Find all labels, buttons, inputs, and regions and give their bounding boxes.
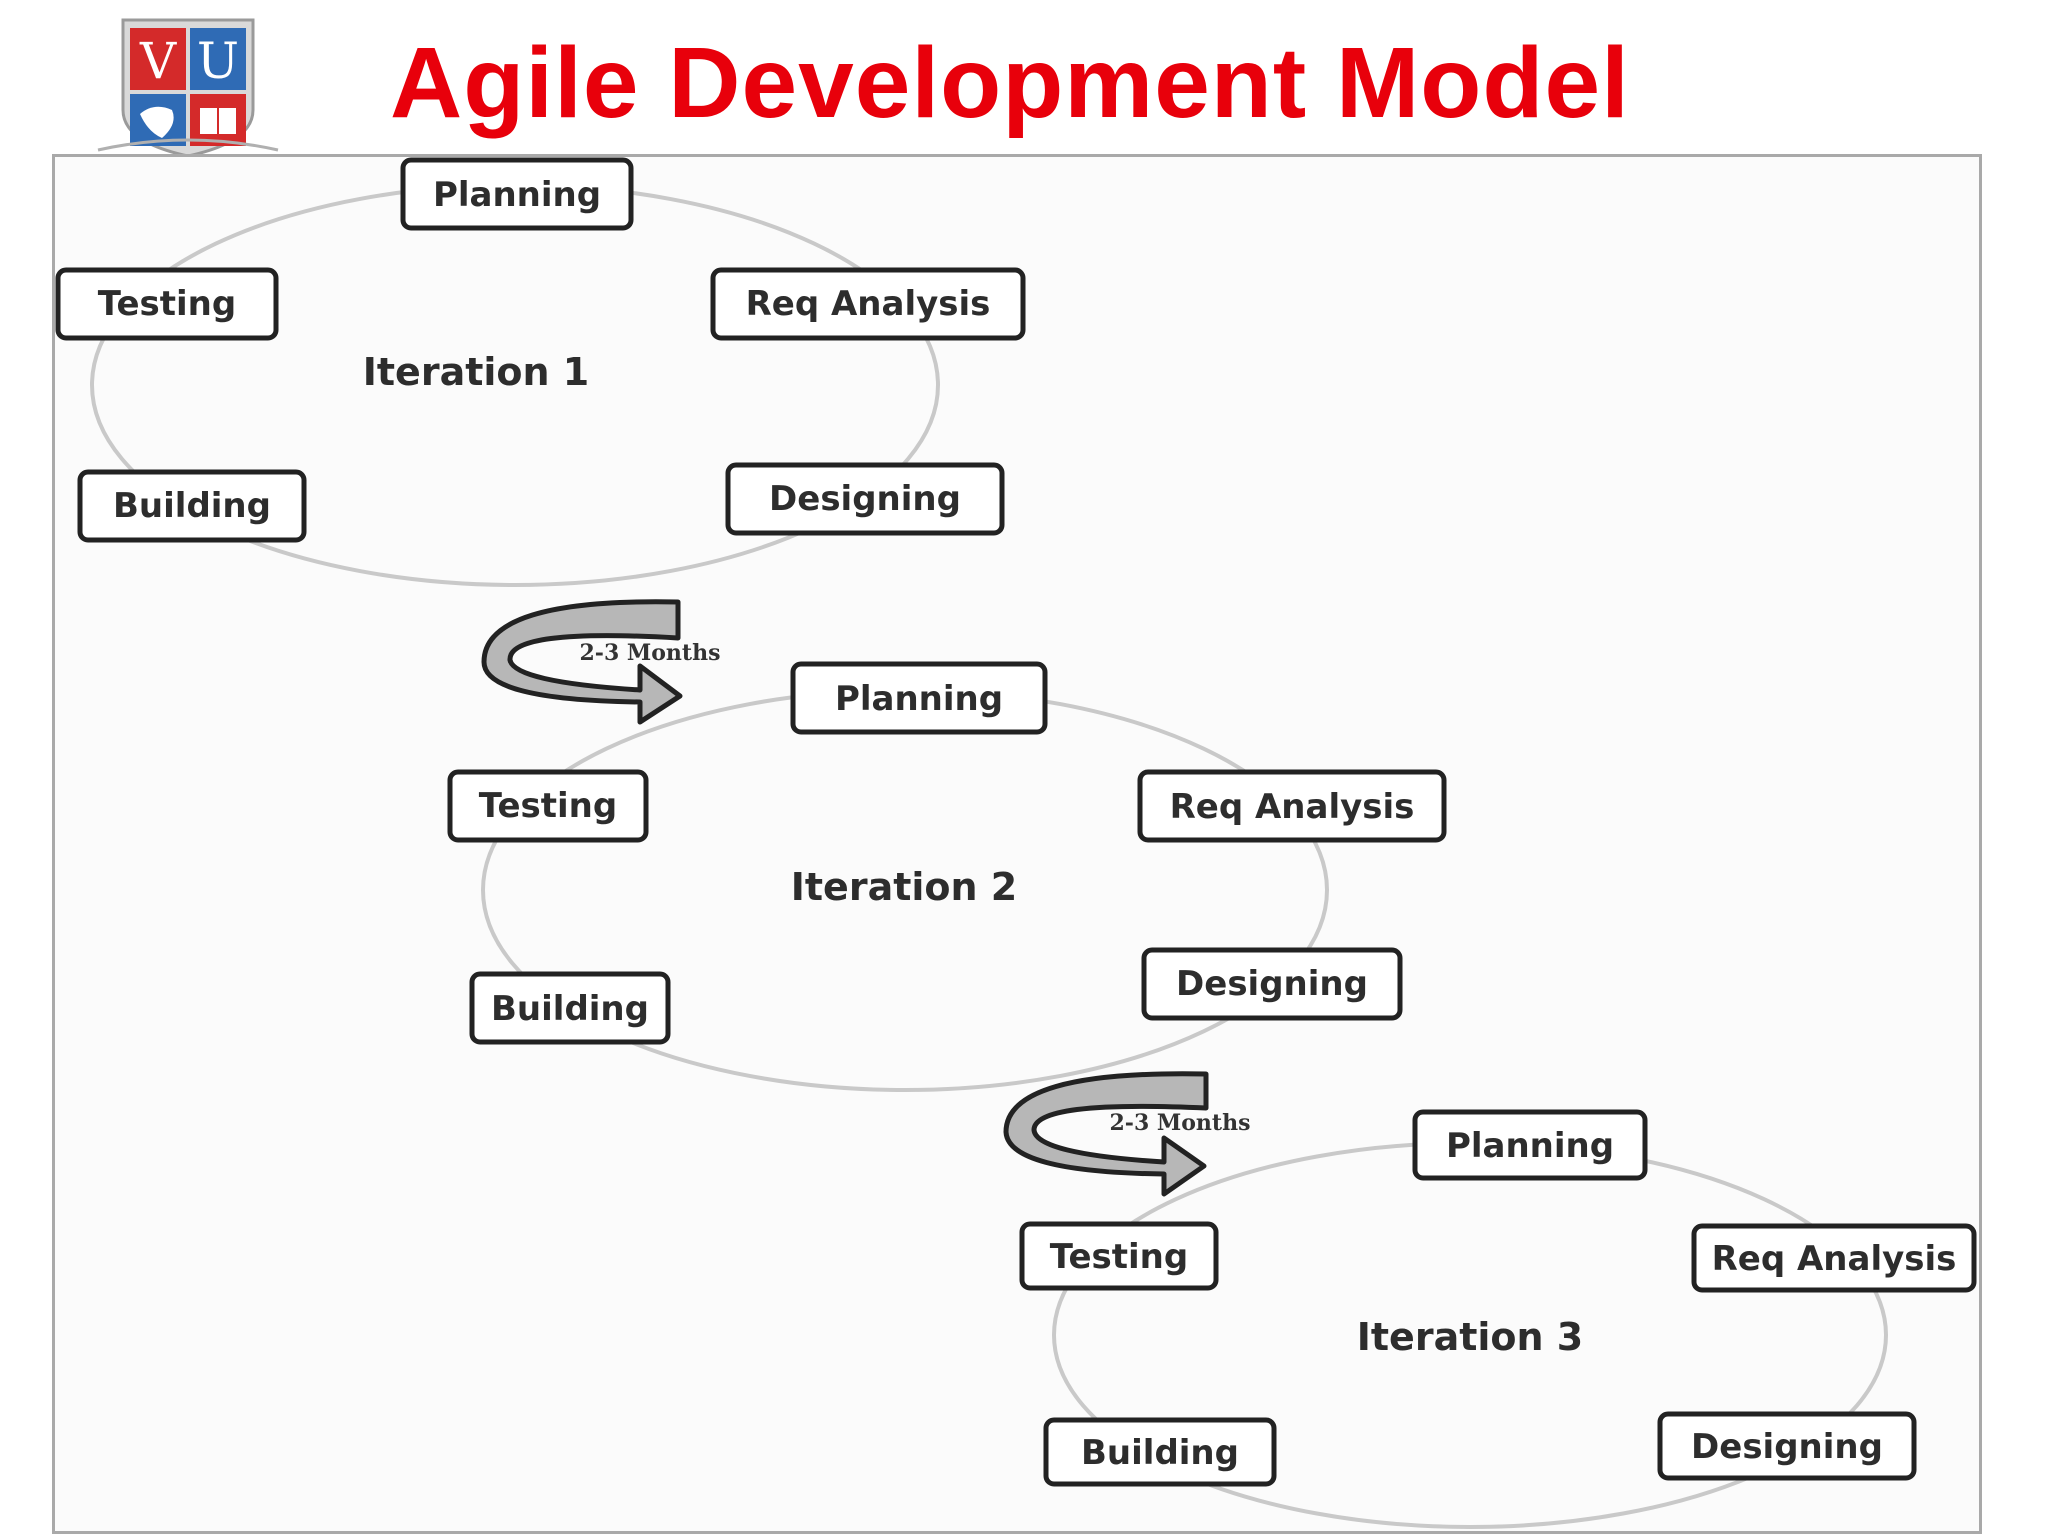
duration-label-1: 2-3 Months	[580, 640, 721, 666]
phase-box-testing: Testing	[55, 267, 279, 341]
page-title: Agile Development Model	[390, 27, 1630, 139]
phase-box-building: Building	[1043, 1417, 1277, 1487]
phase-box-testing: Testing	[447, 769, 649, 843]
transition-arrow-2: 2-3 Months	[1003, 1071, 1251, 1197]
phase-label-designing: Designing	[769, 479, 961, 519]
duration-label-2: 2-3 Months	[1110, 1110, 1251, 1136]
phase-box-planning: Planning	[1412, 1109, 1648, 1181]
diagram-frame	[52, 154, 1982, 1534]
phase-box-building: Building	[469, 971, 671, 1045]
curved-arrow-icon	[1003, 1071, 1209, 1197]
phase-label-planning: Planning	[433, 175, 601, 215]
phase-label-testing: Testing	[1050, 1237, 1188, 1277]
iteration-3-label: Iteration 3	[1357, 1315, 1583, 1359]
phase-box-req-analysis: Req Analysis	[1137, 769, 1447, 843]
iteration-1: Iteration 1 Planning Testing Req Analysi…	[55, 157, 1026, 587]
phase-label-building: Building	[113, 486, 271, 526]
phase-label-planning: Planning	[835, 679, 1003, 719]
phase-label-planning: Planning	[1446, 1126, 1614, 1166]
iteration-1-label: Iteration 1	[363, 350, 589, 394]
transition-arrow-1: 2-3 Months	[481, 599, 721, 725]
globe-icon	[140, 106, 174, 138]
phase-box-building: Building	[77, 469, 307, 543]
phase-label-designing: Designing	[1691, 1427, 1883, 1467]
phase-label-testing: Testing	[479, 786, 617, 826]
phase-box-designing: Designing	[725, 462, 1005, 536]
logo-letter-v: V	[139, 32, 177, 90]
logo-letter-u: U	[197, 32, 239, 90]
phase-label-req-analysis: Req Analysis	[1712, 1239, 1957, 1279]
phase-box-designing: Designing	[1657, 1411, 1917, 1481]
iteration-2-label: Iteration 2	[791, 865, 1017, 909]
phase-box-designing: Designing	[1141, 947, 1403, 1021]
phase-label-designing: Designing	[1176, 964, 1368, 1004]
phase-box-testing: Testing	[1019, 1221, 1219, 1291]
phase-box-planning: Planning	[400, 157, 634, 231]
phase-box-req-analysis: Req Analysis	[1691, 1223, 1977, 1293]
curved-arrow-icon	[481, 599, 683, 725]
iteration-3: Iteration 3 Planning Testing Req Analysi…	[1019, 1109, 1977, 1529]
phase-label-testing: Testing	[98, 284, 236, 324]
phase-box-req-analysis: Req Analysis	[710, 267, 1026, 341]
phase-label-req-analysis: Req Analysis	[1170, 787, 1415, 827]
phase-box-planning: Planning	[790, 661, 1048, 735]
phase-label-building: Building	[1081, 1433, 1239, 1473]
phase-label-building: Building	[491, 989, 649, 1029]
iteration-2: Iteration 2 Planning Testing Req Analysi…	[447, 661, 1447, 1092]
phase-label-req-analysis: Req Analysis	[746, 284, 991, 324]
